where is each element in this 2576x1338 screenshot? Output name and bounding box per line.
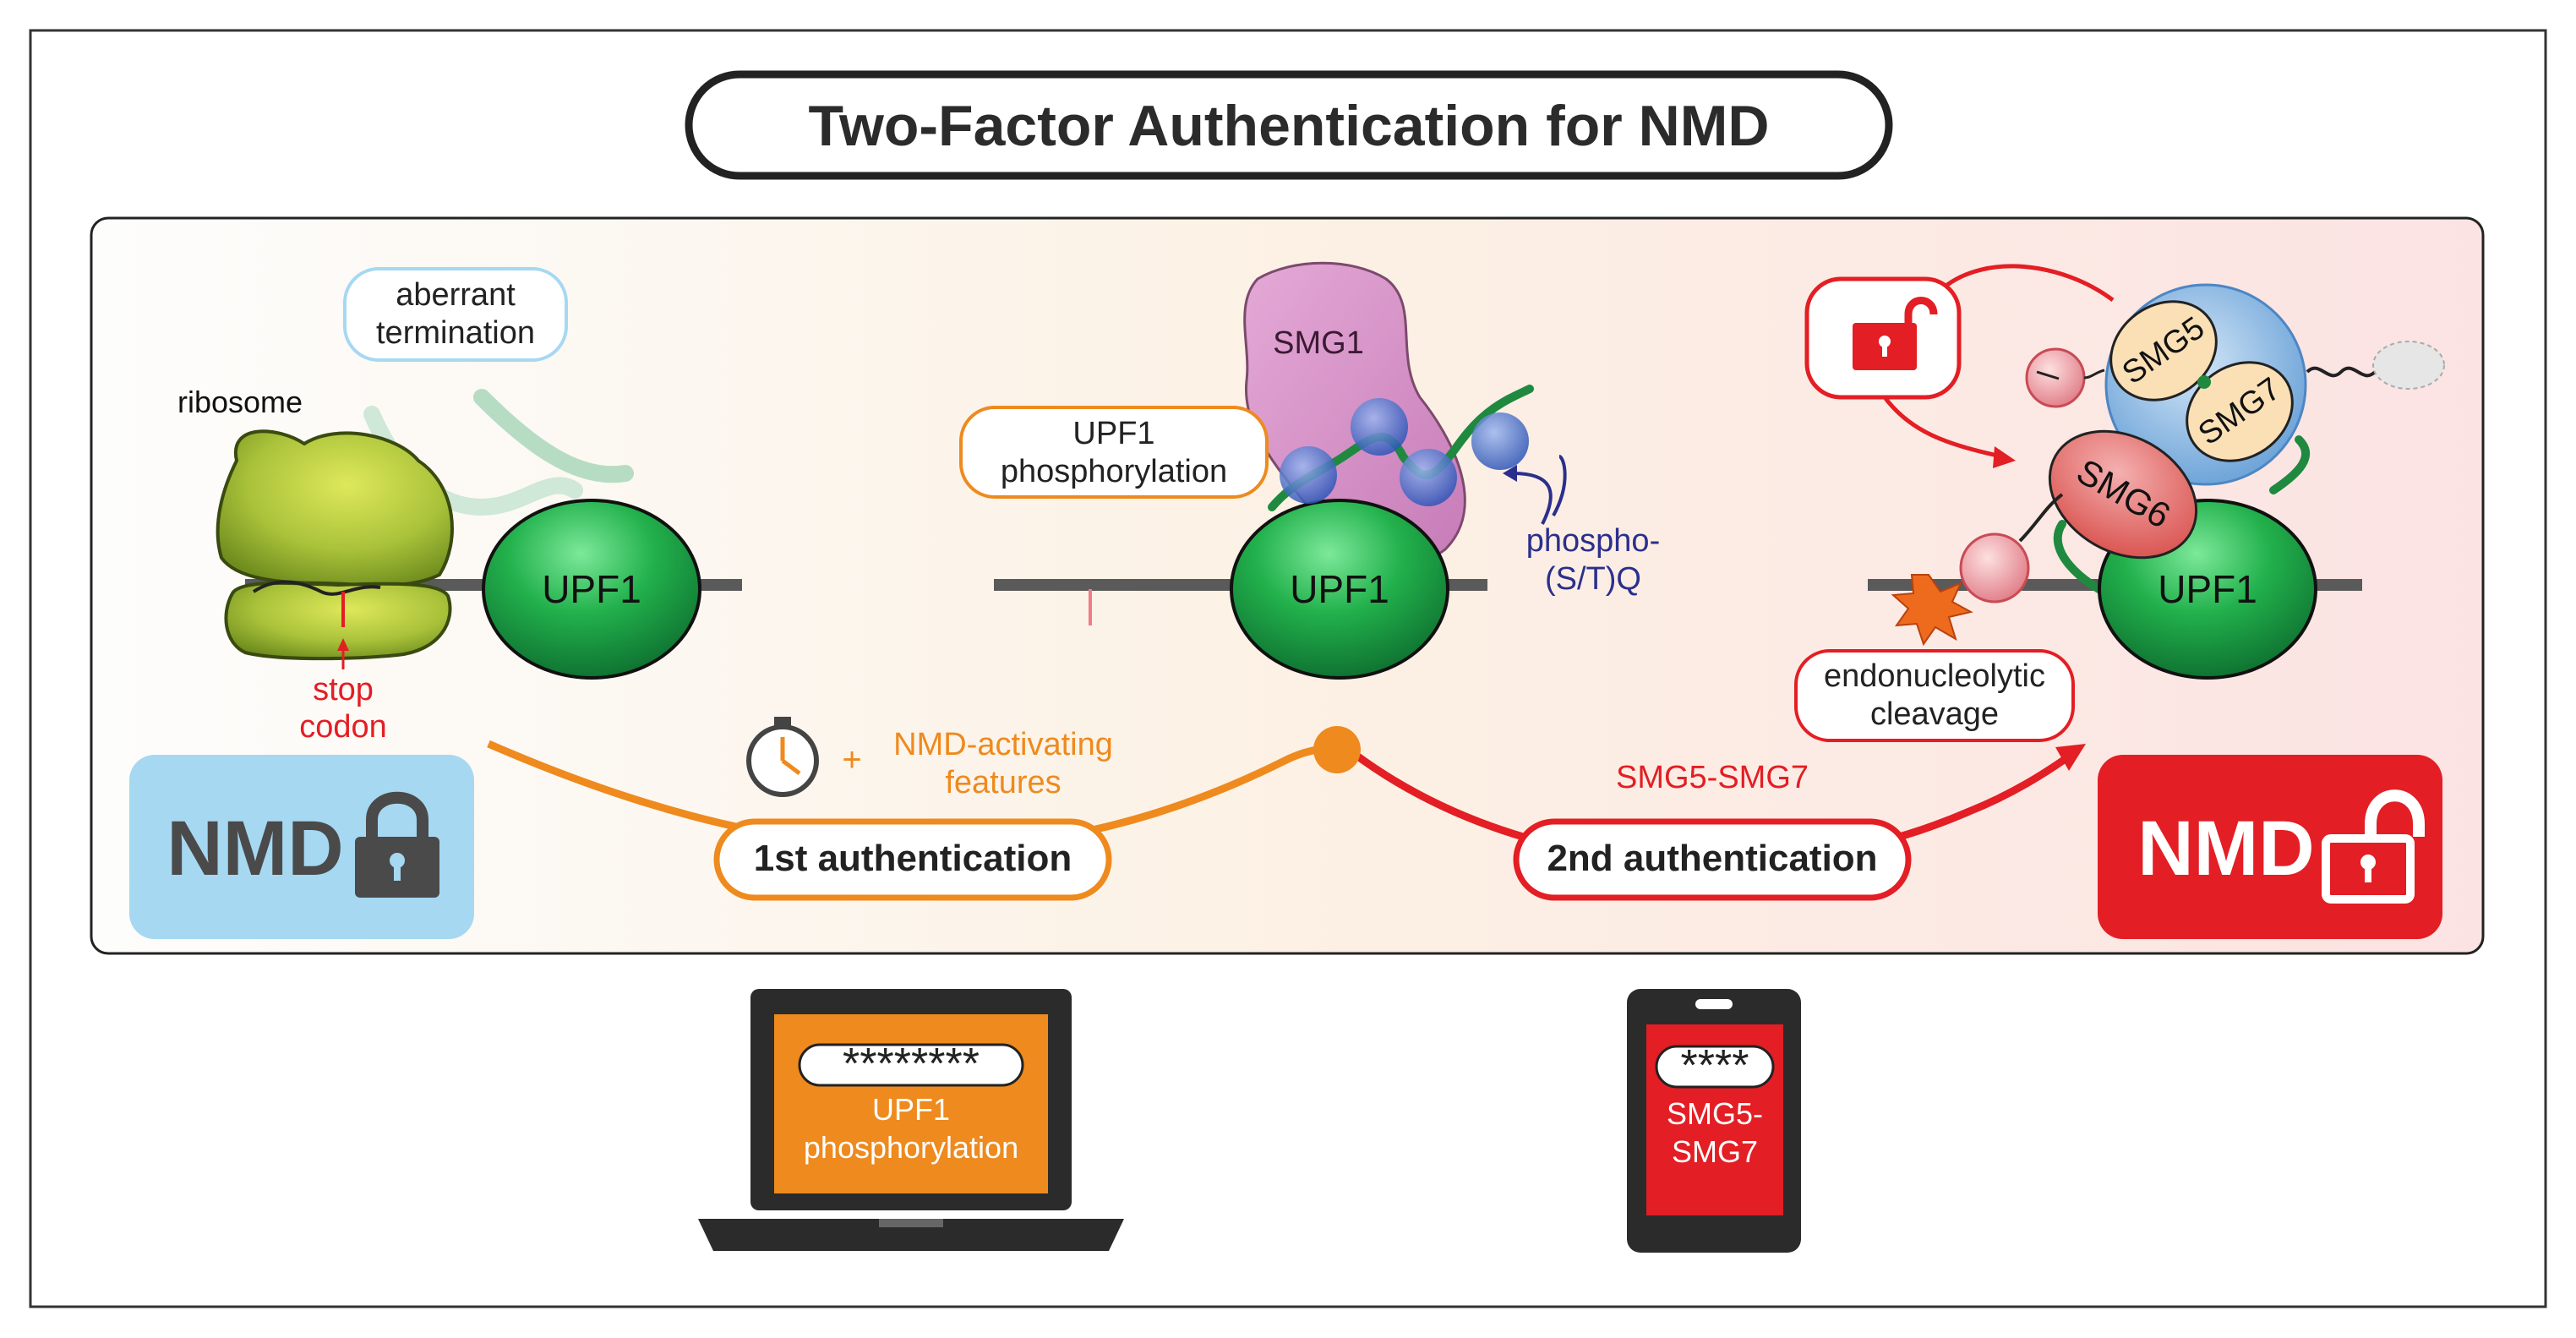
second-auth-arrowhead: [2055, 744, 2086, 771]
phospho-arrowhead-1: [1503, 465, 1517, 482]
ribosome-small-subunit: [224, 581, 452, 661]
phone-password-field: [1655, 1045, 1775, 1089]
aberrant-label-2: termination: [376, 315, 535, 351]
unlock-curve-top: [1942, 264, 2115, 303]
phospho-site-3: [1400, 449, 1457, 506]
ribosome-large-subunit: [216, 429, 454, 587]
plus-sign: +: [842, 741, 861, 778]
stage-middle: SMG1 UPF1 UPF1 phosphorylation phospho- …: [959, 261, 1660, 680]
smg5-protein: [2109, 300, 2218, 401]
upf1-middle: [1230, 499, 1449, 680]
smg5-smg7-binding-site: [2197, 375, 2211, 389]
second-auth-pill: [1513, 818, 1912, 901]
phospho-site-2: [1351, 398, 1408, 456]
aberrant-label-1: aberrant: [396, 277, 516, 313]
laptop-password-field: [798, 1043, 1024, 1087]
nmd-unlocked-state: NMD: [2098, 755, 2442, 939]
upf1-tail: [473, 389, 634, 483]
nmd-unlocked-label: NMD: [2137, 806, 2315, 892]
phone-password: ****: [1681, 1041, 1749, 1090]
laptop-icon: ******** UPF1 phosphorylation: [698, 989, 1124, 1251]
page-title: Two-Factor Authentication for NMD: [808, 94, 1769, 158]
phospho-label-1: phospho-: [1526, 523, 1660, 559]
pin-domain-line: [2036, 370, 2060, 380]
smg57-label: SMG5-SMG7: [1616, 760, 1809, 795]
aberrant-termination-bubble: [343, 267, 568, 362]
smg1-label: SMG1: [1273, 325, 1364, 361]
smg7-linker: [2306, 366, 2377, 378]
stage-right: UPF1 SMG5 SMG7 SMG6 endonucleolytic clea…: [1794, 264, 2445, 742]
second-auth-label: 2nd authentication: [1547, 838, 1877, 879]
smg6-linker: [2018, 493, 2064, 543]
unlock-arrowhead: [1993, 446, 2016, 468]
laptop-password: ********: [843, 1040, 980, 1089]
pin-linker: [2083, 369, 2105, 380]
nmd-unlocked-box: [2098, 755, 2442, 939]
stop-codon-arrowhead: [337, 638, 349, 651]
laptop-label-1: UPF1: [872, 1092, 950, 1127]
unlock-arrow: [1883, 396, 2002, 459]
cleavage-star-icon: [1891, 574, 1973, 647]
upf1-phosphorylation-bubble: [959, 406, 1269, 499]
unlock-callout-icon: [1853, 297, 1938, 370]
trna-squiggle: [252, 580, 381, 596]
checkpoint-dot: [1313, 726, 1361, 773]
upf1-middle-label: UPF1: [1290, 567, 1389, 611]
stop-label-1: stop: [313, 672, 374, 707]
title-pill: [685, 70, 1893, 180]
phone-label-2: SMG7: [1672, 1134, 1758, 1169]
smg7-protein: [2186, 361, 2294, 462]
cleavage-label-2: cleavage: [1870, 696, 1999, 732]
nmd-locked-state: NMD: [129, 755, 474, 939]
ribosome-label: ribosome: [177, 385, 303, 419]
upf1-left: [482, 499, 701, 680]
smartphone-icon: **** SMG5- SMG7: [1627, 989, 1801, 1253]
phone-label-1: SMG5-: [1667, 1096, 1763, 1131]
upf1-phos-label-1: UPF1: [1072, 416, 1154, 451]
laptop-label-2: phosphorylation: [804, 1130, 1018, 1165]
stopwatch-icon: [746, 717, 819, 797]
pin-nuclease-domain: [1959, 532, 2030, 603]
stop-label-2: codon: [299, 709, 387, 745]
phospho-site-1: [1280, 446, 1337, 504]
stage-left: aberrant termination ribosome stop codon…: [177, 267, 742, 745]
nmd-locked-label: NMD: [166, 806, 344, 892]
features-label-1: NMD-activating: [893, 727, 1113, 762]
first-auth-label: 1st authentication: [754, 838, 1072, 879]
lock-open-icon: [2322, 789, 2425, 904]
upf1-right-label: UPF1: [2158, 567, 2257, 611]
phospho-label-2: (S/T)Q: [1545, 561, 1641, 597]
first-auth-pill: [713, 818, 1112, 901]
cleavage-label-1: endonucleolytic: [1824, 658, 2045, 694]
lock-closed-icon: [355, 791, 439, 898]
smg6-protein: [2048, 429, 2198, 560]
phospho-arrow-2: [1552, 455, 1567, 516]
phospho-arrow-1: [1512, 472, 1553, 525]
smg7-domain: [2372, 341, 2445, 390]
upf1-left-label: UPF1: [542, 567, 641, 611]
cleavage-bubble: [1794, 649, 2075, 742]
upf1-phos-label-2: phosphorylation: [1001, 454, 1227, 489]
phospho-site-4: [1471, 412, 1529, 470]
features-label-2: features: [945, 765, 1061, 800]
